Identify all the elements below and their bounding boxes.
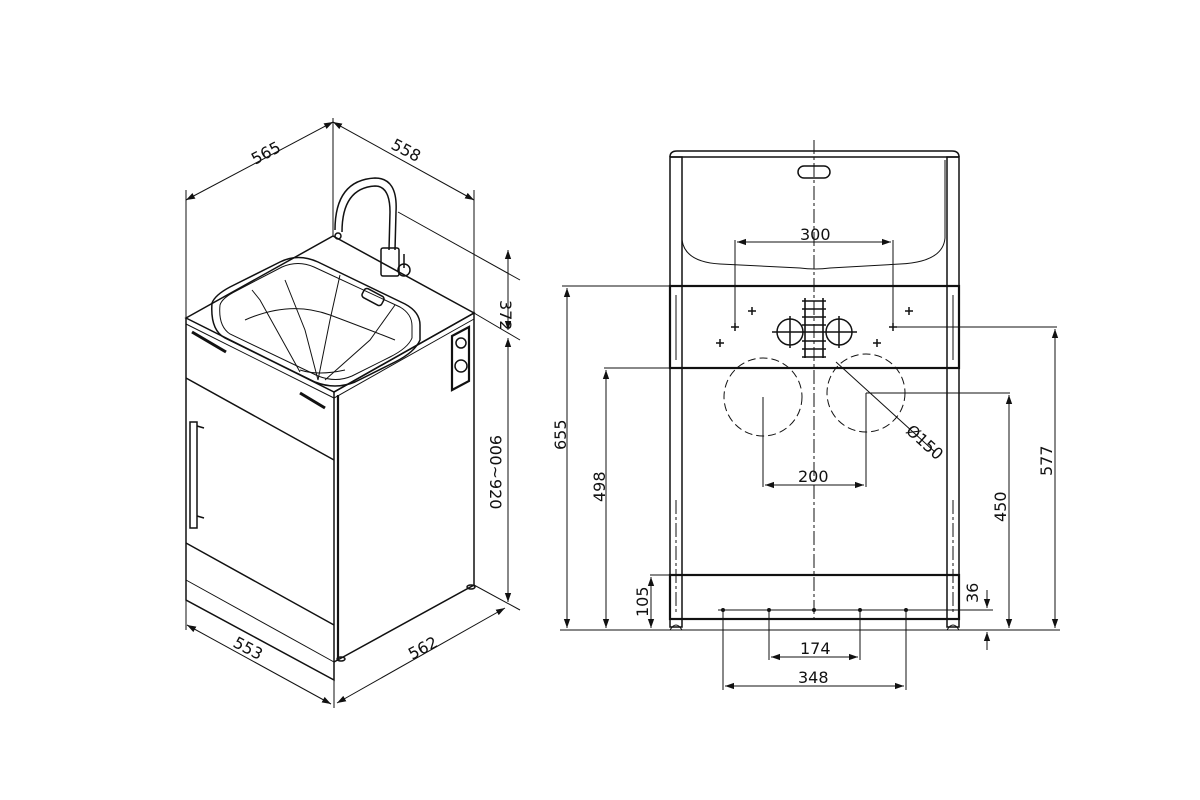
dim-105: 105 (633, 586, 652, 617)
dim-577: 577 (1037, 445, 1056, 476)
left-post (669, 156, 683, 628)
power-socket-icon (450, 325, 471, 392)
dim-300: 300 (800, 225, 831, 244)
right-post (946, 156, 960, 628)
dim-558: 558 (388, 135, 424, 166)
dim-36: 36 (963, 583, 982, 603)
bottom-rail (668, 573, 961, 621)
door-handle (189, 421, 198, 529)
isometric-view: 565 558 372 900~920 553 562 (184, 118, 521, 708)
countertop-outline (184, 235, 476, 393)
basin (211, 256, 421, 387)
faucet (334, 177, 411, 277)
dim-372: 372 (496, 300, 515, 331)
dim-565: 565 (248, 137, 284, 168)
dim-900-920: 900~920 (486, 435, 505, 509)
dim-450: 450 (991, 491, 1010, 522)
front-view: 300 200 Ø150 655 498 105 450 577 (551, 140, 1060, 690)
dim-553: 553 (230, 633, 266, 664)
dim-174: 174 (800, 639, 831, 658)
dim-diameter-150: Ø150 (902, 421, 947, 464)
dim-200: 200 (798, 467, 829, 486)
brand-label-side (299, 391, 326, 410)
dim-498: 498 (590, 471, 609, 502)
dim-348: 348 (798, 668, 829, 687)
brand-label-front (191, 330, 227, 354)
dim-562: 562 (405, 632, 441, 663)
dim-655: 655 (551, 419, 570, 450)
